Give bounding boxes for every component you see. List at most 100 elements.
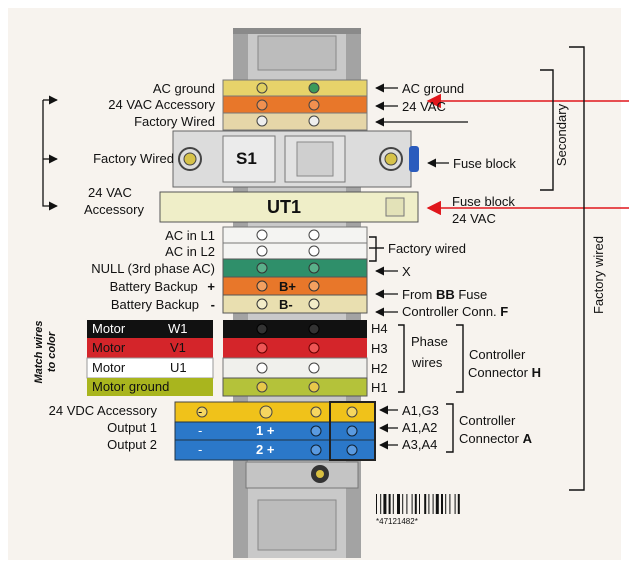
label-battery-minus-sign: - xyxy=(210,297,215,312)
terminal-ac-in-l2 xyxy=(222,242,368,260)
label-a3-a4: A3,A4 xyxy=(402,437,438,452)
label-factory-wired-big: Factory wired xyxy=(591,235,606,315)
label-f-bold: F xyxy=(500,304,509,319)
label-b-minus: B- xyxy=(279,297,293,312)
label-connector-a-text: Connector xyxy=(459,431,523,446)
label-to-color: to color xyxy=(46,331,58,373)
barcode-bar xyxy=(435,494,439,514)
terminal-ac-in-l1 xyxy=(222,226,368,244)
label-connector-h: Connector H xyxy=(468,366,541,380)
label-wires: wires xyxy=(412,355,443,370)
label-output-2: Output 2 xyxy=(107,437,157,452)
motor-u1-name: Motor xyxy=(92,360,126,375)
label-battery-plus-sign: + xyxy=(207,279,215,294)
label-24vac-left: 24 VAC xyxy=(88,185,132,200)
motor-v1-code: V1 xyxy=(170,340,186,355)
label-accessory-left: Accessory xyxy=(84,202,144,217)
barcode-bar xyxy=(383,494,387,514)
label-fuse-text: Fuse xyxy=(454,287,488,302)
label-h3: H3 xyxy=(371,341,388,356)
label-battery-plus-text: Battery Backup xyxy=(109,279,198,294)
motor-color-boxes xyxy=(86,320,214,396)
label-h4: H4 xyxy=(371,321,388,336)
barcode-bar xyxy=(402,494,404,514)
terminal-ac-ground xyxy=(222,79,368,97)
label-h2: H2 xyxy=(371,361,388,376)
label-battery-minus-text: Battery Backup xyxy=(110,297,200,312)
label-bb-bold: BB xyxy=(435,287,455,302)
barcode-bar xyxy=(432,494,434,514)
label-controller-a: Controller xyxy=(459,413,516,428)
barcode-bar xyxy=(388,494,391,514)
motor-w1-name: Motor xyxy=(92,321,126,336)
label-connector-a: Connector A xyxy=(459,432,532,446)
label-h-bold: H xyxy=(531,365,541,380)
red-callout-arrows xyxy=(426,93,629,216)
label-factory-wired-top-left: Factory Wired xyxy=(134,114,215,129)
label-controller-conn-text: Controller Conn. xyxy=(402,304,501,319)
barcode-bar xyxy=(441,494,443,514)
label-a1-g3: A1,G3 xyxy=(402,403,439,418)
label-fuse-block-24vac-b: 24 VAC xyxy=(452,211,496,226)
barcode-bar xyxy=(376,494,377,514)
terminal-motor-w1 xyxy=(223,320,367,338)
barcode-bar xyxy=(454,494,456,514)
label-minus-1: - xyxy=(198,404,203,419)
barcode-bar xyxy=(397,494,400,514)
label-24vac-right: 24 VAC xyxy=(402,99,446,114)
label-out-1-plus: 1 + xyxy=(256,423,275,438)
label-a-bold: A xyxy=(522,431,532,446)
label-battery-backup-plus: Battery Backup + xyxy=(110,280,215,294)
label-minus-3: - xyxy=(198,442,203,457)
motor-w1-code: W1 xyxy=(168,321,188,336)
terminal-factory-wired xyxy=(222,112,368,131)
barcode-bar xyxy=(406,494,408,514)
label-ac-ground-right: AC ground xyxy=(402,81,465,96)
label-24vdc-accessory: 24 VDC Accessory xyxy=(48,403,157,418)
label-from-text: From xyxy=(402,287,436,302)
terminal-motor-u1 xyxy=(222,357,368,379)
label-factory-wired-small: Factory wired xyxy=(388,241,467,256)
label-b-plus: B+ xyxy=(279,279,296,294)
label-h1: H1 xyxy=(371,380,388,395)
terminal-screws-mid xyxy=(256,229,320,310)
right-arrows xyxy=(375,83,468,450)
barcode-bar xyxy=(419,494,420,514)
label-output-1: Output 1 xyxy=(107,420,157,435)
barcode xyxy=(376,494,460,514)
label-ac-ground-left: AC ground xyxy=(152,81,215,96)
label-24vac-accessory-left: 24 VAC Accessory xyxy=(108,97,215,112)
terminal-null xyxy=(222,258,368,278)
label-match-wires: Match wires xyxy=(33,320,45,384)
terminal-screws-motor xyxy=(256,323,320,393)
label-fuse-block-24vac: Fuse block xyxy=(452,194,515,209)
barcode-bar xyxy=(449,494,451,514)
barcode-bar xyxy=(414,494,417,514)
label-fuse-block: Fuse block xyxy=(453,156,516,171)
motor-u1-code: U1 xyxy=(170,360,187,375)
label-factory-wired-s1-left: Factory Wired xyxy=(93,151,174,166)
label-ac-in-l1: AC in L1 xyxy=(165,228,215,243)
label-x: X xyxy=(402,264,411,279)
motor-v1-name: Motor xyxy=(92,340,126,355)
label-a1-a2: A1,A2 xyxy=(402,420,438,435)
label-connector-h-text: Connector xyxy=(468,365,532,380)
label-controller-h: Controller xyxy=(469,347,526,362)
right-brackets xyxy=(369,46,585,491)
label-controller-conn-f: Controller Conn. F xyxy=(402,305,508,319)
label-phase: Phase xyxy=(411,334,448,349)
terminal-battery-minus xyxy=(222,294,368,314)
label-s1: S1 xyxy=(236,149,257,168)
barcode-bar xyxy=(457,494,460,514)
label-from-bb-fuse: From BB Fuse xyxy=(402,288,487,302)
label-null-3rd-phase: NULL (3rd phase AC) xyxy=(91,261,215,276)
barcode-bar xyxy=(380,494,382,514)
barcode-bar xyxy=(424,494,427,514)
left-arrows xyxy=(42,95,58,211)
ut1-fuse-block xyxy=(159,191,419,223)
label-ut1: UT1 xyxy=(267,197,302,217)
label-battery-backup-minus: Battery Backup - xyxy=(111,298,215,312)
connector-a-block xyxy=(174,401,376,489)
terminal-motor-v1 xyxy=(223,338,367,358)
